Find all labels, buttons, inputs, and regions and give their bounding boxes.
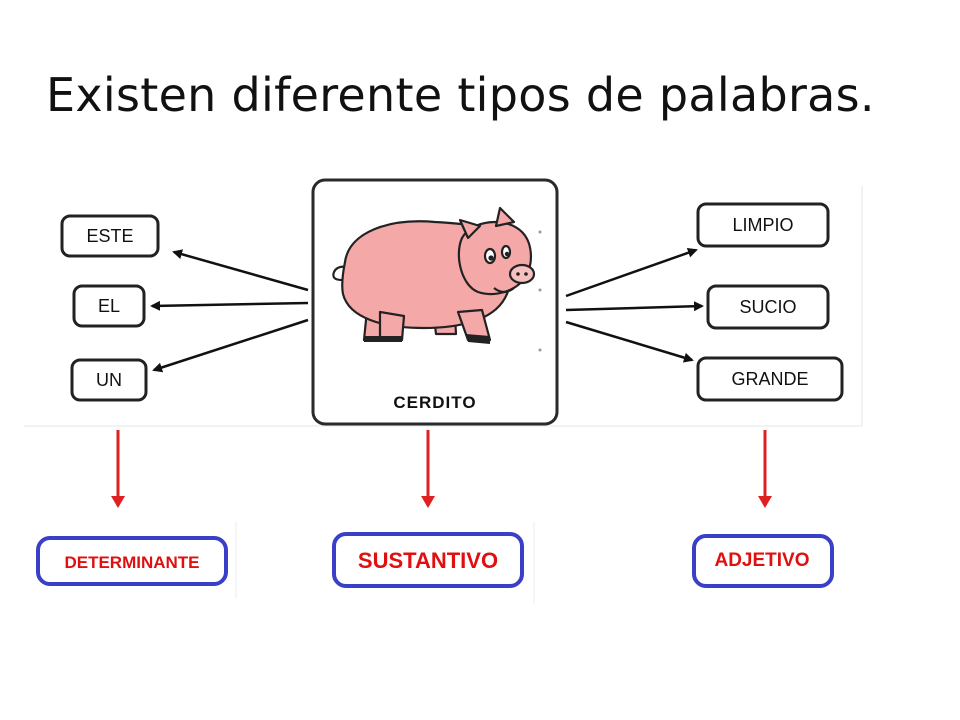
right-arrows (565, 247, 704, 363)
left-word-box: ESTE (86, 226, 133, 246)
left-word-box: UN (96, 370, 122, 390)
noun-label: CERDITO (393, 393, 476, 412)
arrow (565, 247, 698, 298)
right-word-box: SUCIO (739, 297, 796, 317)
slide-title: Existen diferente tipos de palabras. (46, 68, 875, 122)
category-label: DETERMINANTE (64, 553, 199, 572)
left-arrows (150, 249, 309, 373)
arrow (150, 300, 309, 311)
arrow (152, 318, 309, 373)
category-adjetivo: ADJETIVO (682, 522, 844, 596)
category-determinante: DETERMINANTE (26, 522, 237, 598)
category-sustantivo: SUSTANTIVO (324, 522, 535, 604)
left-word-box: EL (98, 296, 120, 316)
arrow (565, 301, 704, 312)
pig-icon (332, 206, 536, 344)
arrow (565, 320, 694, 363)
left-word-group: ESTE EL UN (60, 214, 160, 402)
arrow (172, 249, 309, 292)
right-word-box: GRANDE (731, 369, 808, 389)
down-arrows (111, 430, 772, 508)
noun-card: CERDITO (311, 178, 559, 426)
category-label: SUSTANTIVO (358, 548, 498, 573)
category-label: ADJETIVO (714, 550, 809, 571)
right-word-group: LIMPIO SUCIO GRANDE (696, 202, 844, 402)
right-word-box: LIMPIO (732, 215, 793, 235)
